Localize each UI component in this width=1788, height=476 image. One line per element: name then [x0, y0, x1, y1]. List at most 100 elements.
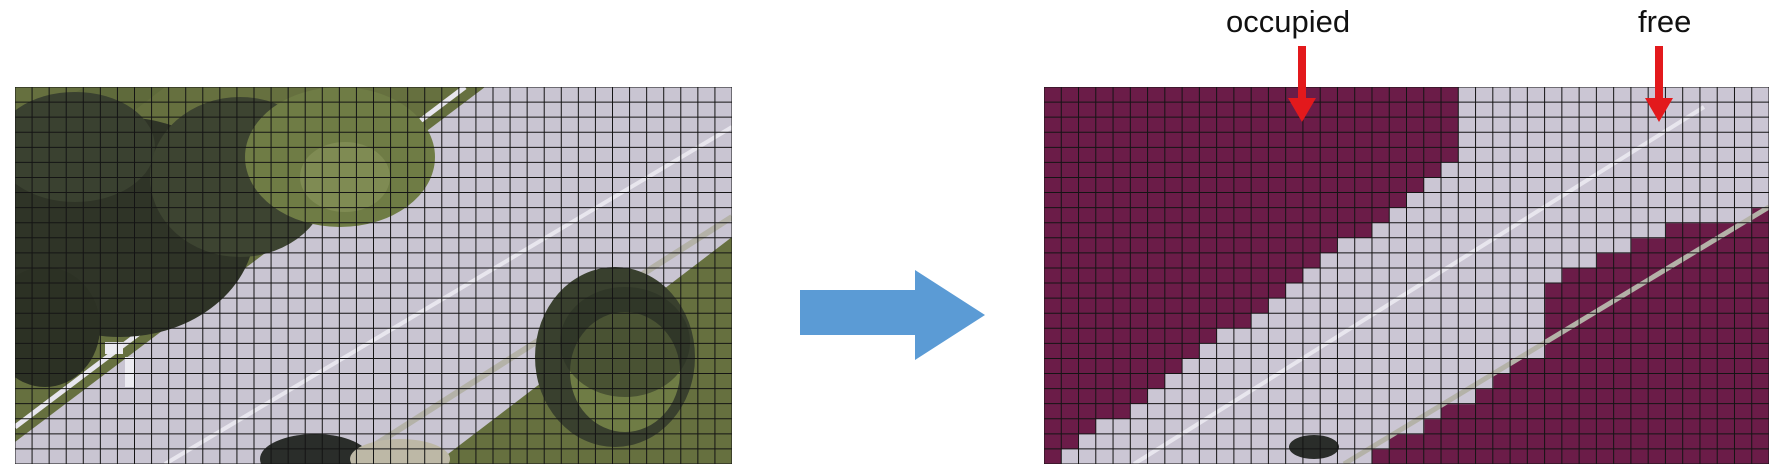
free-cell	[1337, 433, 1356, 450]
free-cell	[1475, 328, 1494, 344]
free-cell	[1648, 132, 1666, 148]
free-cell	[1475, 147, 1494, 163]
free-cell	[1389, 267, 1407, 284]
free-cell	[1527, 132, 1546, 148]
free-cell	[1285, 373, 1304, 390]
free-cell	[1492, 192, 1511, 209]
free-cell	[1613, 162, 1632, 178]
free-cell	[1510, 102, 1528, 118]
free-cell	[1492, 117, 1511, 133]
free-cell	[1492, 102, 1511, 118]
free-cell	[1251, 448, 1269, 464]
free-cell	[1475, 132, 1494, 148]
curb-line	[163, 125, 732, 464]
free-cell	[1561, 102, 1580, 118]
free-cell	[1371, 418, 1390, 435]
free-cell	[1458, 87, 1477, 103]
free-cell	[1734, 102, 1753, 118]
free-cell	[1095, 418, 1114, 435]
free-cell	[1406, 313, 1425, 329]
free-cell	[1458, 102, 1477, 118]
free-cell	[1164, 388, 1183, 405]
free-cell	[1527, 283, 1546, 299]
free-cell	[1458, 237, 1477, 254]
free-cell	[1630, 177, 1649, 194]
free-cell	[1561, 132, 1580, 148]
free-cell	[1078, 448, 1097, 464]
free-cell	[1561, 117, 1580, 133]
free-cell	[1475, 162, 1494, 178]
free-cell	[1510, 192, 1528, 209]
free-cell	[1527, 147, 1546, 163]
free-cell	[1613, 87, 1632, 103]
free-cell	[1302, 403, 1321, 420]
free-cell	[1182, 448, 1200, 464]
free-cell	[1251, 388, 1269, 405]
free-cell	[1337, 403, 1356, 420]
free-cell	[1320, 283, 1338, 299]
free-cell	[1389, 237, 1407, 254]
free-cell	[1682, 87, 1701, 103]
free-cell	[1510, 328, 1528, 344]
free-cell	[1406, 358, 1425, 375]
free-cell	[1492, 267, 1511, 284]
free-cell	[1751, 177, 1769, 194]
free-cell	[1527, 298, 1546, 314]
free-cell	[1302, 283, 1321, 299]
free-cell	[1285, 388, 1304, 405]
free-cell	[1302, 313, 1321, 329]
free-cell	[1665, 132, 1684, 148]
free-cell	[1233, 418, 1252, 435]
free-cell	[1130, 418, 1149, 435]
free-cell	[1699, 132, 1718, 148]
free-cell	[1251, 358, 1269, 375]
free-cell	[1354, 267, 1373, 284]
free-cell	[1596, 237, 1615, 254]
free-cell	[1492, 177, 1511, 194]
free-cell	[1389, 313, 1407, 329]
free-cell	[1458, 207, 1477, 224]
free-cell	[1579, 132, 1597, 148]
down-arrow-shape	[1288, 46, 1316, 122]
free-cell	[1389, 252, 1407, 269]
free-cell	[1337, 267, 1356, 284]
free-cell	[1164, 418, 1183, 435]
free-cell	[1216, 373, 1235, 390]
free-cell	[1527, 267, 1546, 284]
free-cell	[1423, 328, 1442, 344]
free-cell	[1078, 433, 1097, 450]
free-cell	[1665, 177, 1684, 194]
free-cell	[1734, 147, 1753, 163]
free-cell	[1561, 207, 1580, 224]
free-cell	[1302, 298, 1321, 314]
free-cell	[1216, 433, 1235, 450]
free-cell	[1579, 117, 1597, 133]
free-cell	[1320, 298, 1338, 314]
free-cell	[1441, 192, 1459, 209]
free-cell	[1527, 237, 1546, 254]
free-cell	[1682, 117, 1701, 133]
free-cell	[1458, 328, 1477, 344]
free-cell	[1579, 207, 1597, 224]
free-cell	[1354, 403, 1373, 420]
free-cell	[1251, 313, 1269, 329]
free-cell	[1182, 433, 1200, 450]
free-cell	[1682, 132, 1701, 148]
free-cell	[1596, 207, 1615, 224]
free-cell	[1734, 177, 1753, 194]
free-cell	[1268, 298, 1287, 314]
free-cell	[1596, 132, 1615, 148]
free-cell	[1492, 87, 1511, 103]
free-cell	[1406, 192, 1425, 209]
free-cell	[1475, 252, 1494, 269]
free-cell	[1354, 358, 1373, 375]
free-label: free	[1638, 4, 1692, 39]
free-cell	[1423, 388, 1442, 405]
free-cell	[1423, 373, 1442, 390]
free-cell	[1354, 252, 1373, 269]
free-cell	[1199, 433, 1218, 450]
free-cell	[1441, 283, 1459, 299]
free-cell	[1579, 237, 1597, 254]
free-cell	[1717, 87, 1735, 103]
free-cell	[1561, 252, 1580, 269]
